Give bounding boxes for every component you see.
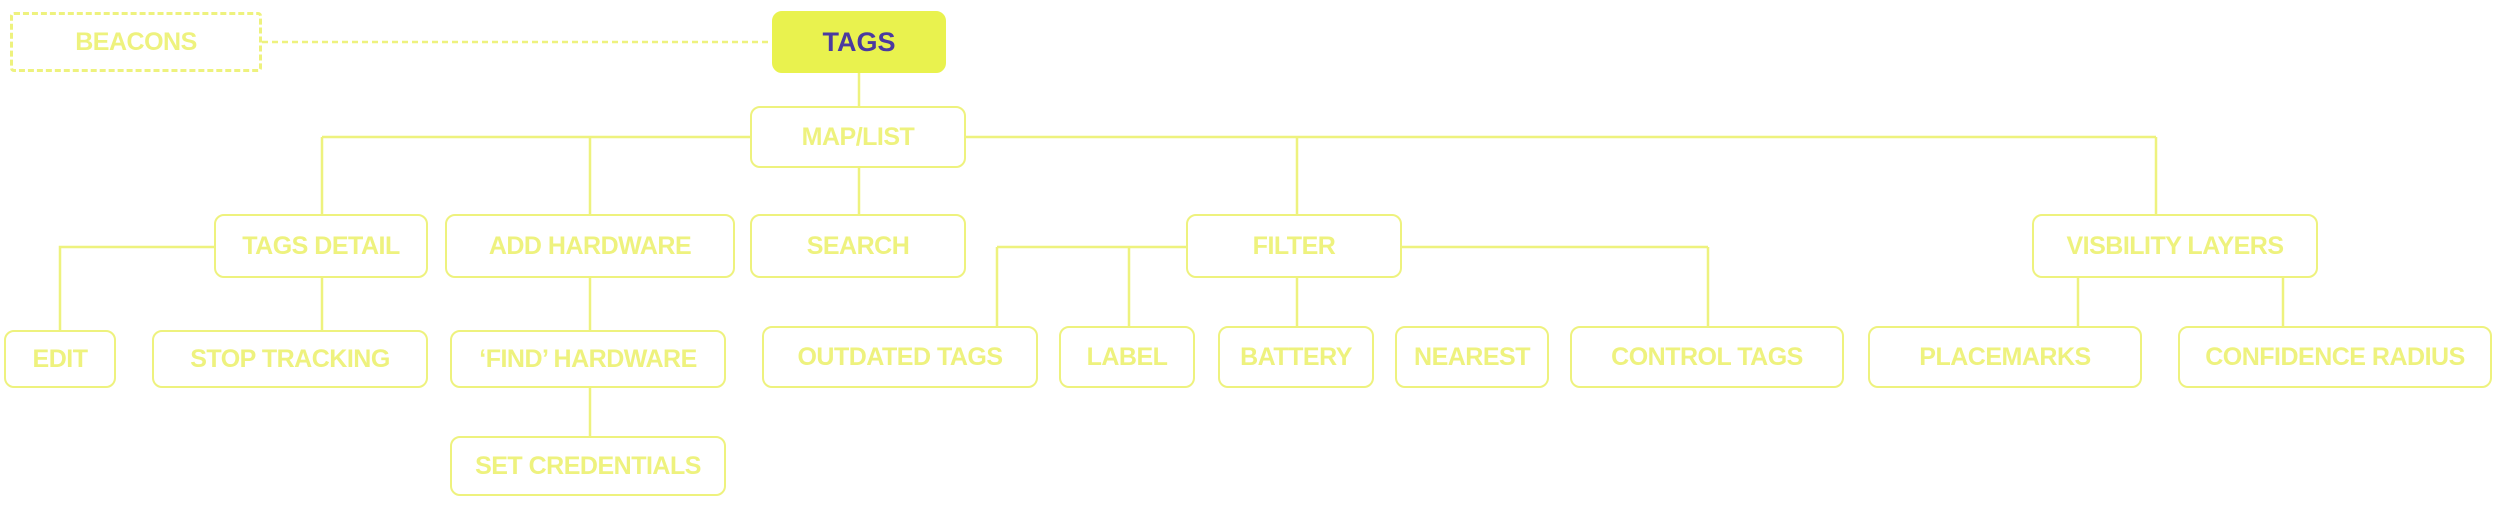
node-add-hardware: ADD HARDWARE: [445, 214, 735, 278]
node-tags: TAGS: [772, 11, 946, 73]
node-search: SEARCH: [750, 214, 966, 278]
node-edit: EDIT: [4, 330, 116, 388]
node-placemarks: PLACEMARKS: [1868, 326, 2142, 388]
node-tags-detail: TAGS DETAIL: [214, 214, 428, 278]
node-map-list: MAP/LIST: [750, 106, 966, 168]
node-label: LABEL: [1059, 326, 1195, 388]
node-filter: FILTER: [1186, 214, 1402, 278]
node-outdated-tags: OUTDATED TAGS: [762, 326, 1038, 388]
node-nearest: NEAREST: [1395, 326, 1549, 388]
node-beacons: BEACONS: [10, 12, 262, 72]
node-confidence-radius: CONFIDENCE RADIUS: [2178, 326, 2492, 388]
node-control-tags: CONTROL TAGS: [1570, 326, 1844, 388]
node-visibility-layers: VISBILITY LAYERS: [2032, 214, 2318, 278]
node-battery: BATTERY: [1218, 326, 1374, 388]
node-stop-tracking: STOP TRACKING: [152, 330, 428, 388]
node-find-hardware: ‘FIND’ HARDWARE: [450, 330, 726, 388]
connector-to-edit: [58, 245, 214, 330]
node-set-credentials: SET CREDENTIALS: [450, 436, 726, 496]
